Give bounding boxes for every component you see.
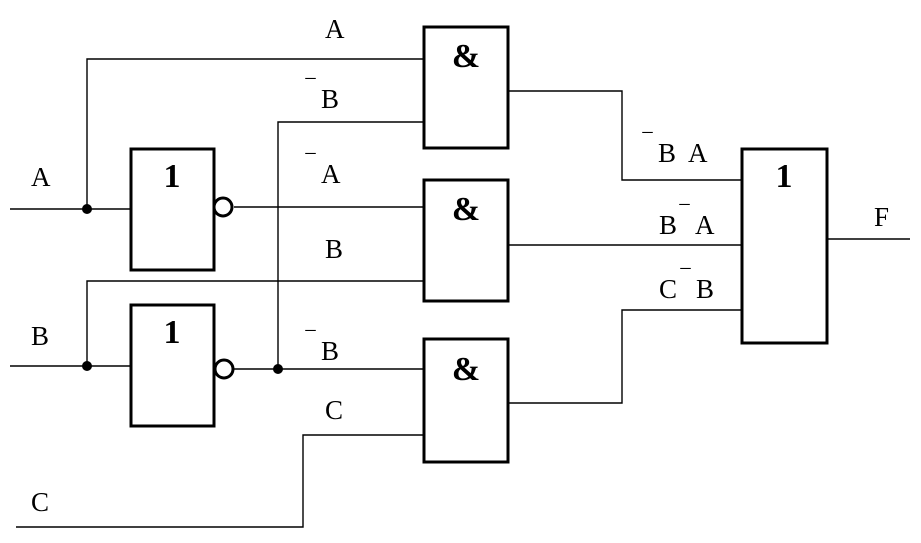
not-gate-a-symbol: 1: [164, 158, 181, 195]
input-label-b: B: [31, 321, 49, 351]
label-and1-b: B: [321, 84, 339, 114]
and-gate-1: [422, 25, 510, 150]
wire-c-to-and3: [16, 434, 424, 528]
not-gate-b-symbol: 1: [164, 314, 181, 351]
label-and2-a: A: [321, 159, 341, 189]
negation-bar-or-in1: ‾: [642, 130, 653, 160]
negation-bar-and1-b: ‾: [305, 76, 316, 106]
junction-dot-a: [82, 204, 92, 214]
negation-bar-and2-a: ‾: [305, 151, 316, 181]
label-and1-a: A: [325, 14, 345, 44]
output-label-f: F: [874, 202, 889, 232]
label-and2-b: B: [325, 234, 343, 264]
input-label-a: A: [31, 162, 51, 192]
junction-dot-b: [82, 361, 92, 371]
wire-b-to-and2: [86, 280, 424, 366]
label-or-in3-b: B: [696, 274, 714, 304]
label-and3-b: B: [321, 336, 339, 366]
wire-a-to-and1: [86, 58, 424, 209]
and-gate-3: [422, 337, 510, 464]
and-gate-2: [422, 178, 510, 303]
and-gate-1-symbol: &: [452, 38, 480, 75]
or-gate-symbol: 1: [776, 158, 793, 195]
negation-bar-or-in2: ‾: [679, 202, 690, 232]
not-gate-b-bubble: [213, 358, 235, 380]
label-or-in2-a: A: [695, 210, 715, 240]
and-gate-2-symbol: &: [452, 191, 480, 228]
junction-dot-not-b: [273, 364, 283, 374]
negation-bar-and3-b: ‾: [305, 328, 316, 358]
not-gate-a-bubble: [212, 196, 234, 218]
and-gate-3-symbol: &: [452, 351, 480, 388]
label-and3-c: C: [325, 395, 343, 425]
wire-and3-to-or: [508, 309, 742, 404]
wire-and1-to-or: [508, 90, 742, 181]
input-label-c: C: [31, 487, 49, 517]
label-or-in2-b: B: [659, 210, 677, 240]
label-or-in3-c: C: [659, 274, 677, 304]
wire-not-b-to-and1: [277, 121, 424, 369]
negation-bar-or-in3: ‾: [680, 266, 691, 296]
or-gate: [740, 147, 829, 345]
label-or-in1: B A: [658, 138, 708, 168]
not-gate-b: [129, 303, 216, 428]
